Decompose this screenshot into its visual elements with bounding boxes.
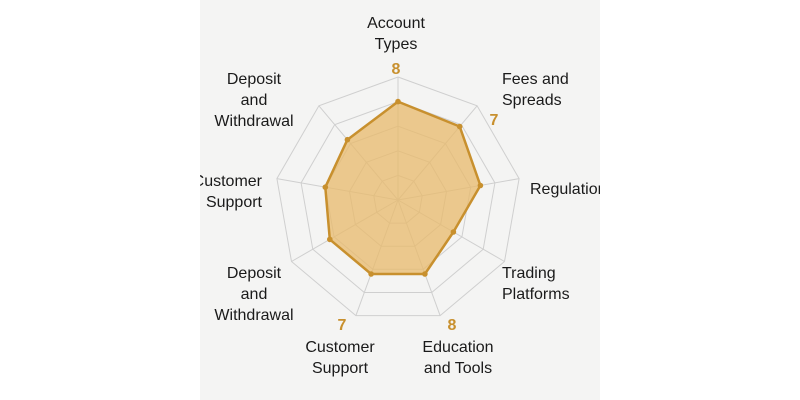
radar-series [322, 98, 484, 277]
value-label: 7 [338, 317, 347, 334]
grid-ring [300, 101, 496, 293]
series-area [324, 100, 482, 276]
data-point [450, 229, 457, 235]
data-point [422, 271, 428, 277]
data-point [344, 136, 351, 143]
value-label: 7 [490, 112, 499, 129]
data-point [395, 98, 401, 105]
data-point [327, 236, 333, 243]
grid-ring [276, 76, 520, 317]
value-label: 8 [448, 317, 457, 334]
axis-label: Regulation [530, 181, 600, 198]
data-point [322, 184, 329, 190]
value-label: 8 [392, 61, 401, 78]
data-point [477, 182, 484, 189]
data-point [368, 271, 374, 277]
data-point [456, 123, 463, 130]
